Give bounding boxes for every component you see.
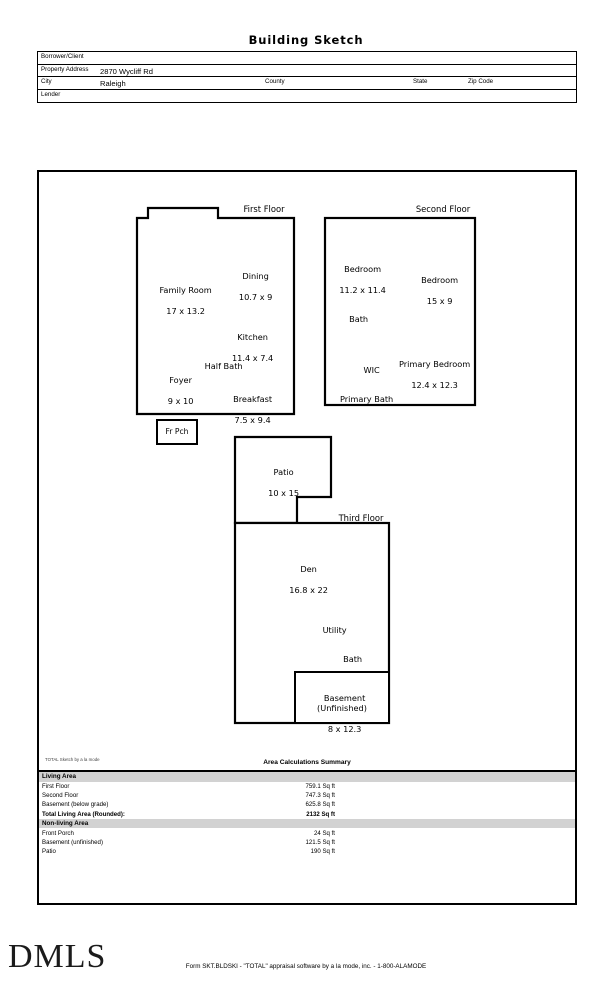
- calc-section-living-area: Living Area: [39, 772, 575, 782]
- calc-row-basement-unfinished-value: 121.5 Sq ft: [305, 838, 335, 846]
- property-identification-table: Borrower/Client Property Address 2870 Wy…: [37, 51, 577, 103]
- room-wic: WIC: [358, 355, 379, 375]
- third-floor-caption: Third Floor: [338, 513, 384, 523]
- label-borrower-client: Borrower/Client: [41, 53, 84, 60]
- room-breakfast-dimensions: 7.5 x 9.4: [234, 414, 271, 425]
- room-bedroom-1-dimensions: 11.2 x 11.4: [339, 284, 386, 295]
- room-foyer-dimensions: 9 x 10: [167, 395, 194, 406]
- label-zip-code: Zip Code: [468, 78, 494, 85]
- first-floor-caption: First Floor: [243, 204, 285, 214]
- label-state: State: [413, 78, 428, 85]
- room-patio: Patio 10 x 15: [263, 457, 299, 498]
- room-den: Den 16.8 x 22: [284, 554, 328, 595]
- room-kitchen-name: Kitchen: [237, 332, 268, 343]
- room-bedroom-1-name: Bedroom: [344, 264, 382, 275]
- room-primary-bedroom-dimensions: 12.4 x 12.3: [411, 379, 458, 390]
- calc-section-non-living-area-heading: Non-living Area: [42, 819, 89, 827]
- calc-row-front-porch: Front Porch 24 Sq ft: [39, 828, 575, 837]
- room-patio-dimensions: 10 x 15: [268, 487, 300, 498]
- calc-row-patio-name: Patio: [42, 848, 56, 856]
- second-floor-caption: Second Floor: [415, 204, 471, 214]
- sketch-frame: [37, 170, 577, 905]
- calc-row-second-floor: Second Floor 747.3 Sq ft: [39, 791, 575, 800]
- header-row-property-address: Property Address 2870 Wycliff Rd: [38, 65, 576, 77]
- calc-row-basement-below-grade-value: 625.8 Sq ft: [305, 801, 335, 809]
- room-third-floor-bath: Bath: [338, 644, 362, 664]
- calc-row-patio-value: 190 Sq ft: [310, 848, 335, 856]
- room-basement-unfinished: Basement (Unfinished) 8 x 12.3: [317, 683, 367, 734]
- room-dining-dimensions: 10.7 x 9: [238, 291, 273, 302]
- room-bedroom-2-dimensions: 15 x 9: [426, 295, 453, 306]
- calc-row-front-porch-name: Front Porch: [42, 829, 74, 837]
- room-foyer-name: Foyer: [169, 375, 192, 386]
- calc-section-non-living-area: Non-living Area: [39, 818, 575, 829]
- calc-section-living-area-heading: Living Area: [42, 773, 77, 781]
- label-lender: Lender: [41, 90, 61, 98]
- room-den-dimensions: 16.8 x 22: [289, 584, 328, 595]
- label-property-address: Property Address: [41, 65, 89, 73]
- room-dining-name: Dining: [242, 271, 269, 282]
- room-utility: Utility: [317, 615, 347, 636]
- room-wic-name: WIC: [363, 365, 380, 376]
- calc-row-basement-unfinished-name: Basement (unfinished): [42, 838, 103, 846]
- room-basement-unfinished-name: Basement (Unfinished): [317, 693, 367, 714]
- room-primary-bath: Primary Bath: [335, 384, 394, 405]
- room-second-floor-bath: Bath: [344, 304, 368, 324]
- room-breakfast-name: Breakfast: [233, 394, 273, 405]
- calc-row-basement-below-grade-name: Basement (below grade): [42, 801, 109, 809]
- room-second-floor-bath-name: Bath: [349, 314, 369, 325]
- calc-divider: [39, 770, 575, 772]
- calc-table: Living Area First Floor 759.1 Sq ft Seco…: [39, 772, 575, 856]
- header-row-borrower: Borrower/Client: [38, 52, 576, 65]
- header-row-lender: Lender: [38, 90, 576, 103]
- calc-row-patio: Patio 190 Sq ft: [39, 847, 575, 856]
- room-den-name: Den: [300, 564, 317, 575]
- room-half-bath-name: Half Bath: [204, 361, 243, 372]
- room-bedroom-2: Bedroom 15 x 9: [416, 265, 458, 306]
- label-county: County: [265, 78, 285, 85]
- room-breakfast: Breakfast 7.5 x 9.4: [228, 384, 272, 425]
- calc-row-basement-below-grade: Basement (below grade) 625.8 Sq ft: [39, 800, 575, 809]
- calc-row-first-floor-name: First Floor: [42, 782, 70, 790]
- room-half-bath: Half Bath: [199, 351, 243, 372]
- room-primary-bedroom: Primary Bedroom 12.4 x 12.3: [394, 349, 471, 390]
- room-patio-name: Patio: [273, 467, 294, 478]
- calc-row-front-porch-value: 24 Sq ft: [313, 829, 335, 837]
- calc-row-total-living-area-value: 2132 Sq ft: [306, 810, 335, 818]
- calc-row-second-floor-value: 747.3 Sq ft: [305, 792, 335, 800]
- room-family-room: Family Room 17 x 13.2: [154, 275, 211, 316]
- value-property-address[interactable]: 2870 Wycliff Rd: [100, 66, 153, 76]
- label-city: City: [41, 78, 52, 85]
- header-row-city-county-state-zip: City Raleigh County State Zip Code: [38, 77, 576, 90]
- room-utility-name: Utility: [322, 625, 347, 636]
- room-basement-unfinished-dimensions: 8 x 12.3: [327, 723, 362, 734]
- room-third-floor-bath-name: Bath: [343, 654, 363, 665]
- room-bedroom-1: Bedroom 11.2 x 11.4: [334, 254, 386, 295]
- calc-row-second-floor-name: Second Floor: [42, 792, 79, 800]
- page-title: Building Sketch: [248, 33, 364, 47]
- calc-row-total-living-area-name: Total Living Area (Rounded):: [42, 810, 125, 818]
- sketch-credit: TOTAL Sketch by a la mode: [45, 757, 100, 762]
- room-primary-bath-name: Primary Bath: [339, 394, 394, 405]
- calc-row-first-floor-value: 759.1 Sq ft: [305, 782, 335, 790]
- room-bedroom-2-name: Bedroom: [421, 275, 459, 286]
- room-dining: Dining 10.7 x 9: [234, 261, 273, 302]
- room-foyer: Foyer 9 x 10: [163, 365, 194, 406]
- value-city[interactable]: Raleigh: [100, 79, 126, 88]
- calc-row-basement-unfinished: Basement (unfinished) 121.5 Sq ft: [39, 838, 575, 847]
- room-kitchen-dimensions: 11.4 x 7.4: [231, 352, 274, 363]
- room-family-room-dimensions: 17 x 13.2: [166, 305, 205, 316]
- area-calculations-title: Area Calculations Summary: [263, 759, 351, 766]
- calc-row-first-floor: First Floor 759.1 Sq ft: [39, 782, 575, 791]
- calc-row-total-living-area: Total Living Area (Rounded): 2132 Sq ft: [39, 809, 575, 818]
- front-porch-label: Fr Pch: [165, 427, 189, 436]
- room-family-room-name: Family Room: [159, 285, 212, 296]
- form-footer: Form SKT.BLDSKI - "TOTAL" appraisal soft…: [185, 963, 427, 970]
- room-kitchen: Kitchen 11.4 x 7.4: [227, 322, 274, 363]
- dmls-watermark: DMLS: [8, 938, 107, 975]
- room-primary-bedroom-name: Primary Bedroom: [398, 359, 471, 370]
